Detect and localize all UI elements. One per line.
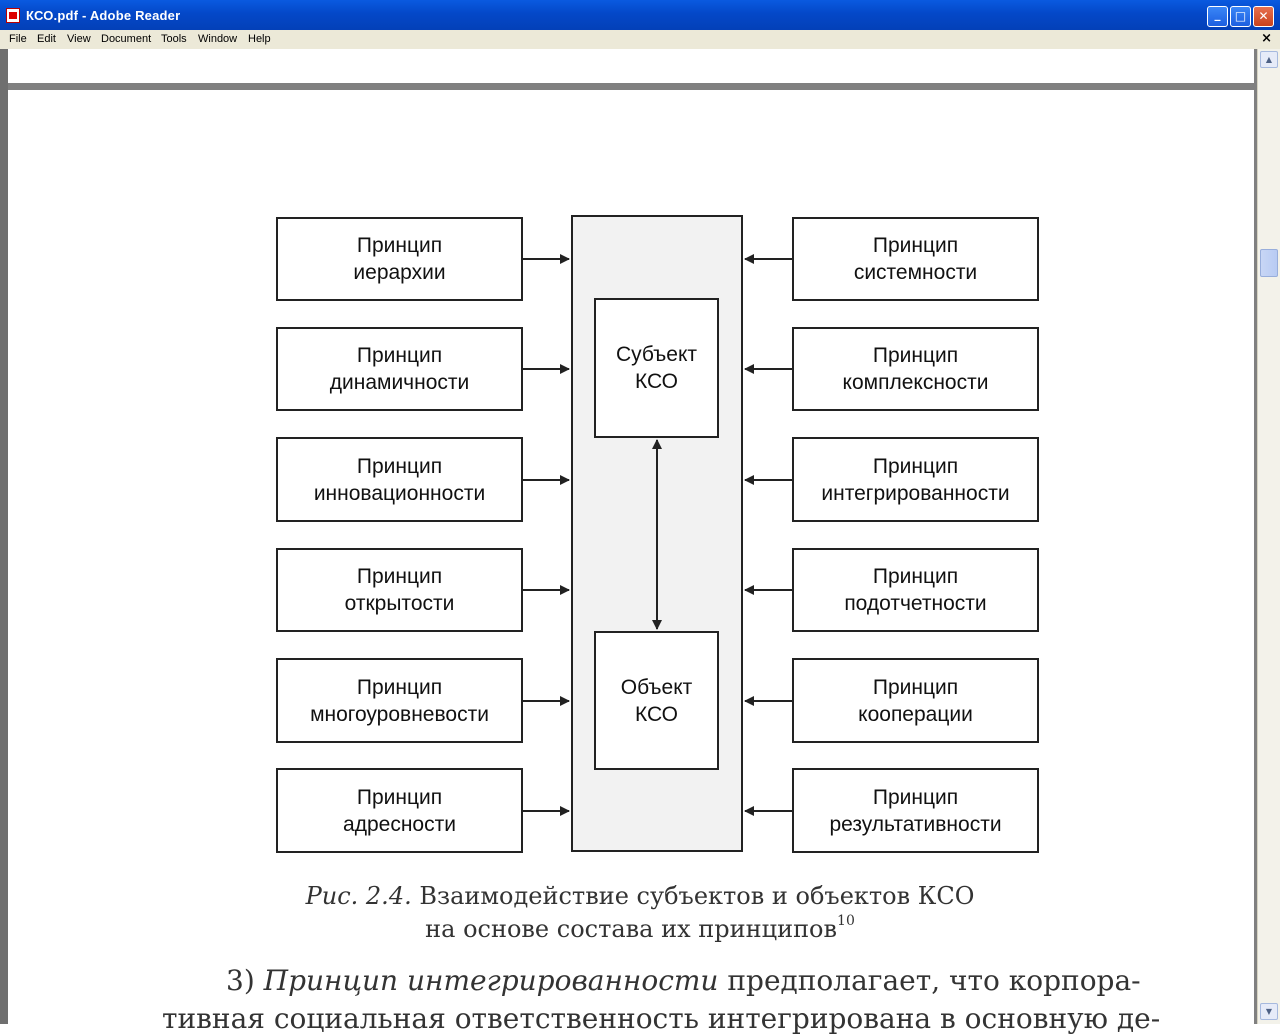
maximize-icon: □: [1234, 9, 1247, 23]
principle-dynamism-box: Принцип динамичности: [276, 327, 523, 411]
menu-document[interactable]: Document: [101, 33, 152, 45]
principle-targeting-box: Принцип адресности: [276, 768, 523, 853]
principle-complexity-box: Принцип комплексности: [792, 327, 1039, 411]
principle-integration-box: Принцип интегрированности: [792, 437, 1039, 522]
principle-cooperation-box: Принцип кооперации: [792, 658, 1039, 743]
menu-help[interactable]: Help: [248, 33, 271, 45]
paragraph-term: Принцип интегрированности: [263, 964, 719, 997]
pdf-file-icon: [6, 8, 20, 23]
viewport-left-edge: [0, 49, 8, 1024]
subject-box: Субъект КСО: [594, 298, 719, 438]
figure-label: Рис. 2.4.: [305, 882, 412, 910]
menu-view[interactable]: View: [67, 33, 91, 45]
principle-multilevel-box: Принцип многоуровневости: [276, 658, 523, 743]
paragraph-text: предполагает, что корпора-: [727, 964, 1141, 997]
minimize-button[interactable]: _: [1207, 6, 1228, 27]
close-button[interactable]: ✕: [1253, 6, 1274, 27]
menu-window[interactable]: Window: [198, 33, 238, 45]
scroll-down-button[interactable]: ▼: [1260, 1003, 1278, 1020]
menu-bar: File Edit View Document Tools Window Hel…: [0, 30, 1280, 50]
menu-file[interactable]: File: [9, 33, 27, 45]
arrow-up-icon: ▲: [1265, 55, 1273, 64]
object-box: Объект КСО: [594, 631, 719, 770]
principle-openness-box: Принцип открытости: [276, 548, 523, 632]
scroll-up-button[interactable]: ▲: [1260, 51, 1278, 68]
title-bar: КСО.pdf - Adobe Reader _ □ ✕: [0, 0, 1280, 30]
arrow-down-icon: ▼: [1265, 1007, 1273, 1016]
principle-systemic-box: Принцип системности: [792, 217, 1039, 301]
vertical-scrollbar[interactable]: ▲ ▼: [1257, 49, 1280, 1024]
figure-title: Взаимодействие субъектов и объектов КСО: [419, 882, 975, 910]
footnote-ref: 10: [837, 913, 855, 929]
principle-innovation-box: Принцип инновационности: [276, 437, 523, 522]
close-icon: ✕: [1258, 9, 1269, 23]
scroll-thumb[interactable]: [1260, 249, 1278, 277]
minimize-icon: _: [1214, 7, 1221, 21]
close-document-icon[interactable]: ×: [1261, 31, 1272, 46]
maximize-button[interactable]: □: [1230, 6, 1251, 27]
previous-page: [8, 49, 1254, 83]
menu-tools[interactable]: Tools: [161, 33, 187, 45]
principle-accountability-box: Принцип подотчетности: [792, 548, 1039, 632]
window-title: КСО.pdf - Adobe Reader: [26, 8, 181, 23]
paragraph-line2: тивная социальная ответственность интегр…: [162, 1002, 1161, 1035]
figure-title-cont: на основе состава их принципов: [425, 915, 838, 943]
principle-hierarchy-box: Принцип иерархии: [276, 217, 523, 301]
principle-effectiveness-box: Принцип результативности: [792, 768, 1039, 853]
menu-edit[interactable]: Edit: [37, 33, 56, 45]
figure-caption-line1: Рис. 2.4. Взаимодействие субъектов и объ…: [0, 882, 1280, 910]
figure-caption-line2: на основе состава их принципов10: [0, 913, 1280, 943]
paragraph-number: 3): [226, 964, 255, 997]
paragraph-line1: 3) Принцип интегрированности предполагае…: [226, 964, 1141, 997]
